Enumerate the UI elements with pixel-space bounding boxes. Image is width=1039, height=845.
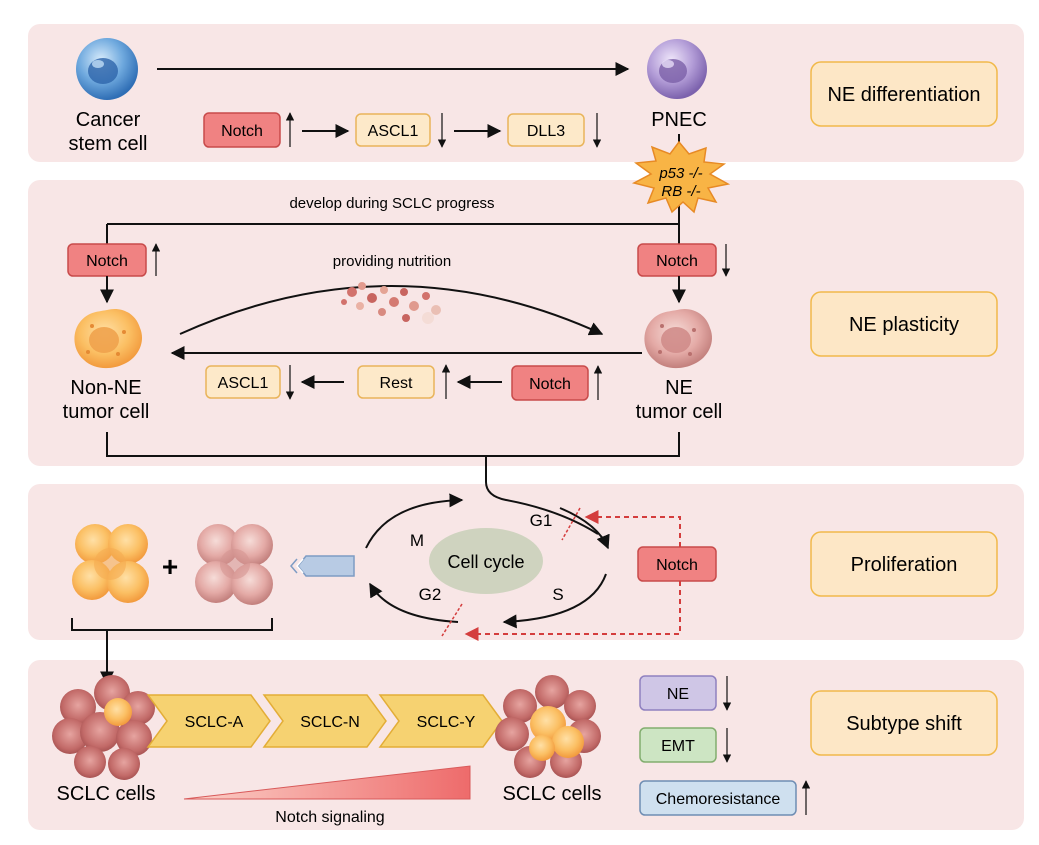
ne-label-2: tumor cell — [636, 401, 723, 423]
label-subtype-shift: Subtype shift — [810, 690, 998, 756]
notch-box-right: Notch — [637, 243, 717, 277]
cell-cycle-label: Cell cycle — [447, 552, 524, 572]
svg-text:ASCL1: ASCL1 — [368, 123, 419, 140]
svg-text:NE plasticity: NE plasticity — [849, 314, 959, 336]
cancer-stem-cell-label-2: stem cell — [69, 133, 148, 155]
svg-text:Rest: Rest — [380, 375, 413, 392]
svg-text:EMT: EMT — [661, 738, 695, 755]
phase-m: M — [410, 531, 424, 550]
non-ne-cluster-icon — [72, 524, 149, 603]
sclc-cells-left-label: SCLC cells — [57, 783, 156, 805]
rest-box-plast: Rest — [357, 365, 435, 399]
notch-box-left: Notch — [67, 243, 147, 277]
arrow-cycle-g2-m — [369, 582, 459, 623]
svg-text:Notch: Notch — [529, 376, 571, 393]
checkpoint-g2-marker — [441, 603, 463, 637]
svg-text:Proliferation: Proliferation — [851, 554, 958, 576]
phase-g1: G1 — [530, 511, 553, 530]
dll3-box-diff: DLL3 — [507, 113, 585, 147]
ascl1-box-diff: ASCL1 — [355, 113, 431, 147]
bracket-proliferation-bottom — [71, 618, 273, 631]
sclc-cells-right-label: SCLC cells — [503, 783, 602, 805]
non-ne-tumor-cell-icon — [74, 308, 143, 369]
svg-text:SCLC-N: SCLC-N — [300, 714, 360, 731]
emt-box-subtype: EMT — [639, 727, 717, 763]
non-ne-label-2: tumor cell — [63, 401, 150, 423]
svg-text:DLL3: DLL3 — [527, 123, 565, 140]
phase-g2: G2 — [419, 585, 442, 604]
svg-text:NE: NE — [667, 686, 689, 703]
bracket-plasticity-bottom — [106, 432, 680, 457]
svg-text:Notch: Notch — [656, 253, 698, 270]
ascl1-box-plast: ASCL1 — [205, 365, 281, 399]
non-ne-label-1: Non-NE — [70, 377, 141, 399]
svg-text:Notch: Notch — [656, 557, 698, 574]
subtype-chevron-a: SCLC-A — [146, 694, 271, 748]
subtype-chevron-n: SCLC-N — [262, 694, 387, 748]
label-ne-differentiation: NE differentiation — [810, 61, 998, 127]
notch-box-mid: Notch — [511, 365, 589, 401]
pnec-label: PNEC — [651, 109, 707, 131]
cancer-stem-cell-label-1: Cancer — [76, 109, 141, 131]
svg-text:Chemoresistance: Chemoresistance — [656, 791, 781, 808]
ne-tumor-cell-icon — [644, 308, 713, 369]
svg-text:RB -/-: RB -/- — [661, 183, 700, 200]
svg-text:SCLC-Y: SCLC-Y — [417, 714, 476, 731]
plus-sign: + — [162, 551, 178, 582]
svg-text:Notch: Notch — [221, 123, 263, 140]
develop-text: develop during SCLC progress — [289, 195, 494, 212]
ne-cluster-icon — [195, 524, 273, 605]
svg-text:Notch: Notch — [86, 253, 128, 270]
chevron-left-icon — [290, 555, 355, 577]
dashed-arrow-notch-g1 — [584, 510, 681, 547]
notch-box-prolif: Notch — [637, 546, 717, 582]
phase-s: S — [552, 585, 563, 604]
arrow-cycle-s-g2 — [502, 573, 607, 629]
chemoresistance-box-subtype: Chemoresistance — [639, 780, 797, 816]
svg-text:Subtype shift: Subtype shift — [846, 713, 962, 735]
connector-to-cell-cycle — [485, 456, 599, 535]
ne-box-subtype: NE — [639, 675, 717, 711]
svg-text:ASCL1: ASCL1 — [218, 375, 269, 392]
subtype-chevron-y: SCLC-Y — [378, 694, 503, 748]
mutation-starburst-icon: p53 -/- RB -/- — [631, 140, 731, 214]
arrow-cycle-m-g1 — [365, 493, 464, 549]
checkpoint-g1-marker — [561, 507, 581, 541]
pnec-cell-icon — [647, 39, 707, 99]
svg-text:p53 -/-: p53 -/- — [658, 165, 702, 182]
sclc-cells-right-icon — [495, 675, 601, 778]
svg-text:NE differentiation: NE differentiation — [827, 84, 980, 106]
sclc-cells-left-icon — [52, 675, 155, 780]
cell-cycle-ellipse — [429, 528, 543, 594]
nutrition-particles-icon — [341, 282, 441, 324]
cancer-stem-cell-icon — [76, 38, 138, 100]
arrow-cycle-g1-s — [559, 507, 610, 550]
svg-text:SCLC-A: SCLC-A — [185, 714, 244, 731]
notch-signaling-wedge — [183, 765, 471, 800]
notch-box-diff: Notch — [203, 112, 281, 148]
notch-signaling-label: Notch signaling — [275, 809, 384, 826]
label-ne-plasticity: NE plasticity — [810, 291, 998, 357]
ne-label-1: NE — [665, 377, 693, 399]
providing-nutrition-text: providing nutrition — [333, 253, 451, 270]
arrow-nutrition-curve — [179, 285, 604, 336]
label-proliferation: Proliferation — [810, 531, 998, 597]
